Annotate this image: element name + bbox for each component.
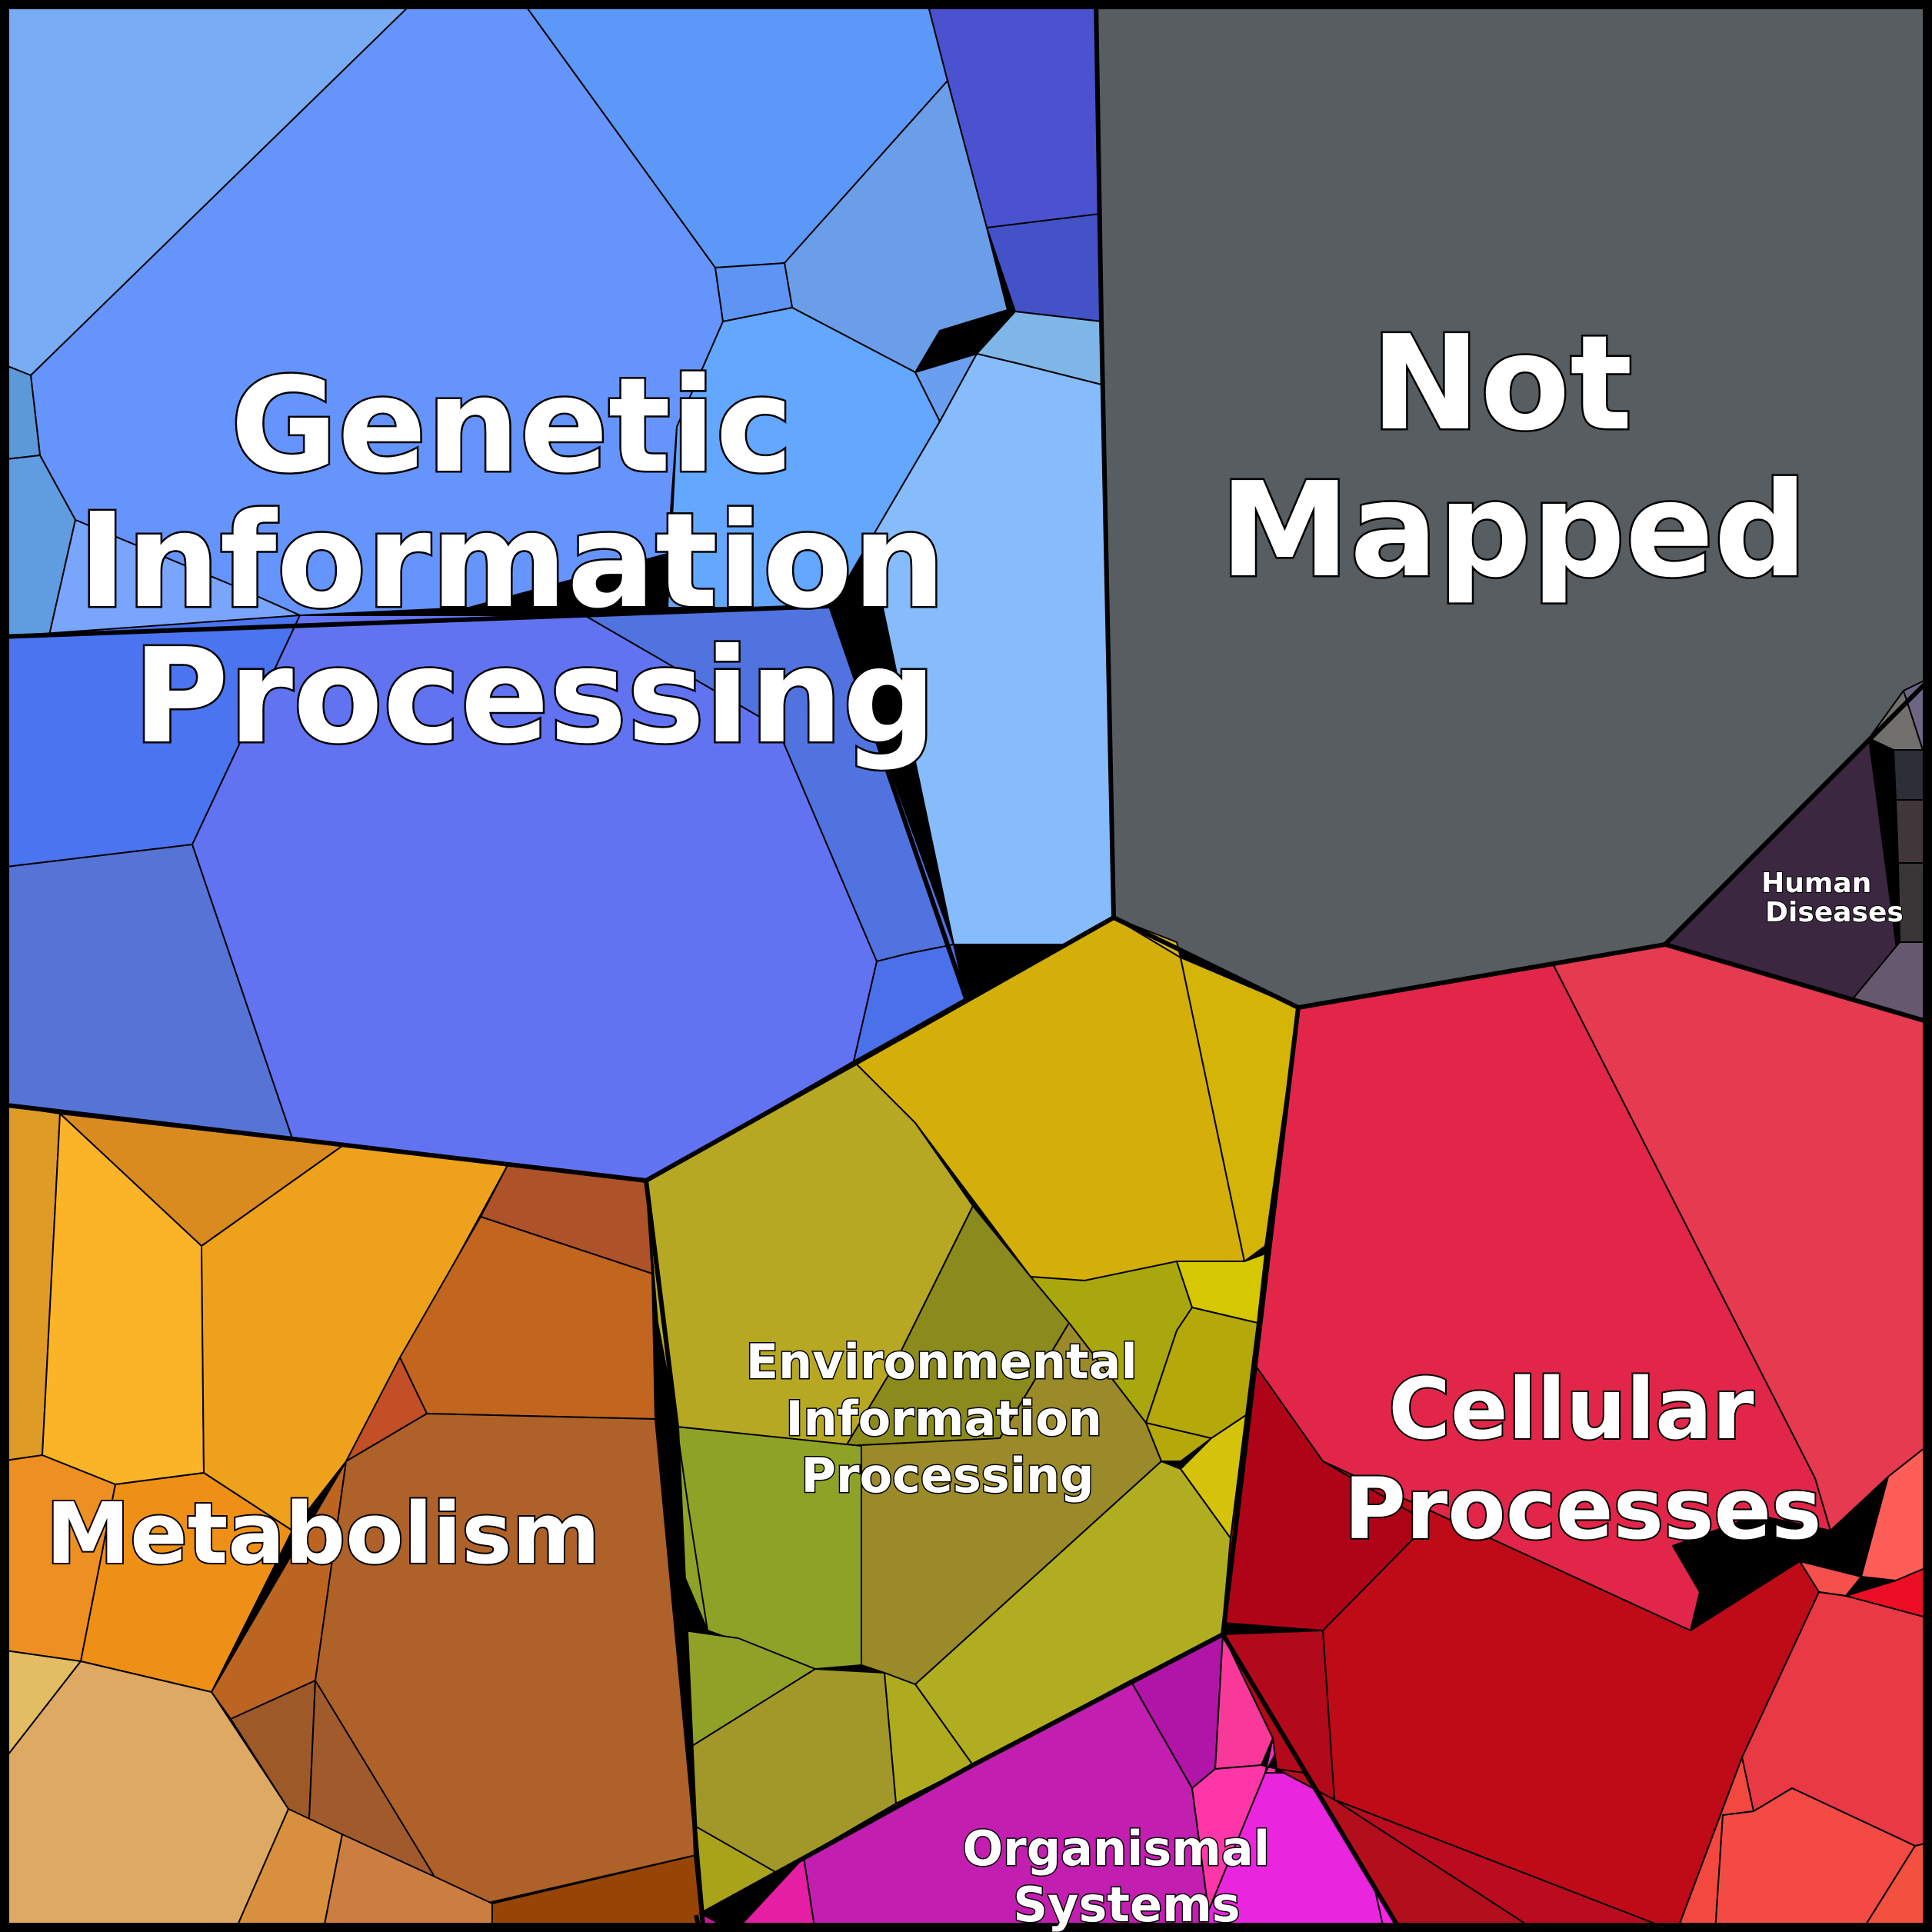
border-genetic-inner (0, 604, 968, 999)
label-human-diseases: Human Diseases (1761, 868, 1904, 928)
border-genetic-metabolism (0, 1102, 647, 1183)
cell (1276, 1768, 1539, 1932)
border-environmental-cellular (1221, 1007, 1301, 1635)
cell (1176, 1253, 1266, 1324)
border-genetic-notmapped (1094, 0, 1116, 918)
cell (1893, 749, 1932, 801)
cell (734, 1857, 816, 1932)
region-metabolism (0, 1104, 705, 1932)
label-genetic-information-processing: Genetic Information Processing (78, 350, 991, 773)
cell (491, 1854, 705, 1932)
border-notmapped-environmental (1112, 915, 1300, 1010)
label-metabolism: Metabolism (46, 1484, 601, 1583)
label-not-mapped: Not Mapped (1220, 308, 1807, 607)
border-environmental-organismal (698, 1632, 1224, 1917)
cell (1334, 1799, 1677, 1932)
cell (234, 1808, 343, 1932)
cell (80, 1472, 293, 1693)
border-notmapped-human (1663, 675, 1932, 947)
label-environmental-information-processing: Environmental Information Processing (746, 1334, 1154, 1504)
border-metabolism-environmental (644, 1180, 706, 1932)
cell (1851, 941, 1932, 1024)
border-human-cellular (1664, 942, 1932, 1025)
region-organismal-systems (699, 1634, 1402, 1932)
label-organismal-systems: Organismal Systems (962, 1820, 1286, 1932)
cell (1714, 1787, 1916, 1932)
labels: Genetic Information Processing Not Mappe… (45, 306, 1904, 1932)
cell (853, 944, 967, 1062)
border-notmapped-cellular (1297, 942, 1666, 1010)
border-genetic-environmental (645, 915, 1115, 1183)
label-cellular-processes: Cellular Processes (1344, 1360, 1821, 1558)
border-organismal-cellular (1221, 1633, 1404, 1932)
region-cellular-processes (1222, 944, 1932, 1932)
